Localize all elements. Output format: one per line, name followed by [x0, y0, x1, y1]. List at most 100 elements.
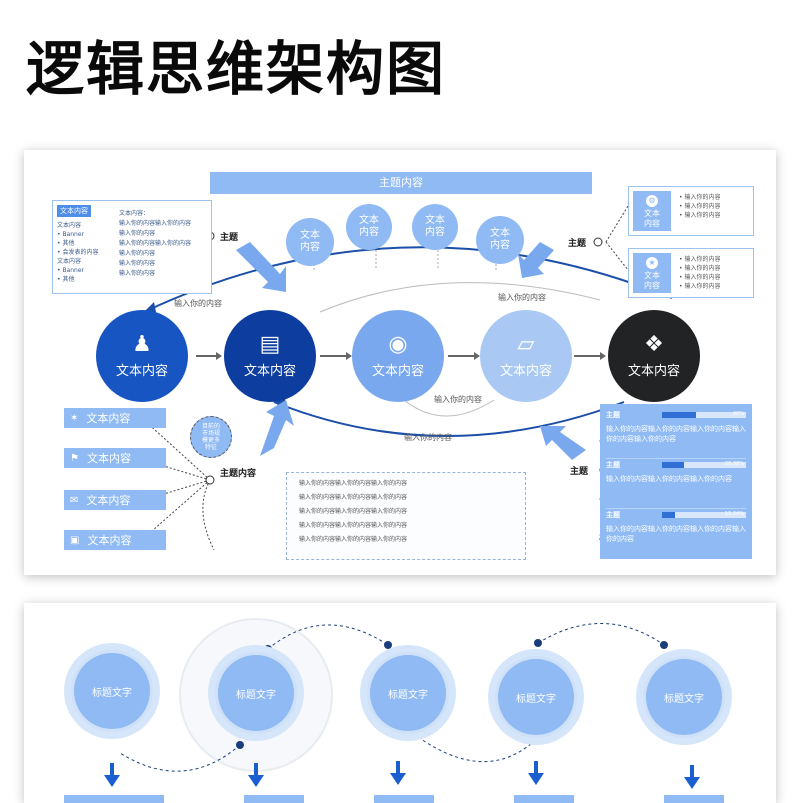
- stat-percent: 15.24%: [724, 511, 744, 517]
- content-list-item: 输入你的内容输入你的内容输入你的内容: [299, 536, 408, 543]
- dotted-arc: [119, 744, 241, 772]
- stat-item: 主题 40% 输入你的内容输入你的内容输入你的内容输入你的内容输入你的内容: [606, 410, 746, 459]
- legend-left-item: • 其他: [57, 276, 75, 283]
- legend-right-item: 输入你的内容: [119, 250, 156, 257]
- card-badge-label: 文本 内容: [644, 209, 660, 228]
- top-arc-arrow: [143, 246, 673, 313]
- document-icon: ▤: [259, 331, 281, 357]
- cube-icon: ▱: [517, 331, 535, 357]
- dotted-arc: [417, 736, 533, 762]
- title-ring: 标题文字: [360, 645, 456, 741]
- stat-title: 主题: [606, 411, 620, 419]
- content-list-box: 输入你的内容输入你的内容输入你的内容 输入你的内容输入你的内容输入你的内容 输入…: [286, 472, 526, 560]
- process-circle-3: ◉ 文本内容: [352, 310, 444, 402]
- title-ring-label: 标题文字: [498, 659, 574, 735]
- side-button-label: 文本内容: [87, 534, 132, 547]
- topic-pin-bottom-left: [205, 475, 215, 485]
- top-arc-arrowhead: [144, 302, 156, 312]
- legend-right-item: 输入你的内容: [119, 260, 156, 267]
- process-circle-1: ♟ 文本内容: [96, 310, 188, 402]
- content-list-item: 输入你的内容输入你的内容输入你的内容: [299, 480, 408, 487]
- legend-panel: 文本内容 文本内容 • Banner • 其他 • 会发表的内容 文本内容 • …: [52, 200, 212, 294]
- topic-label-left: 主题: [220, 233, 239, 243]
- stat-title: 主题: [606, 461, 620, 469]
- card-items: • 输入你的内容 • 输入你的内容 • 输入你的内容: [679, 193, 720, 220]
- legend-right-item: 输入你的内容输入你的内容: [119, 220, 192, 227]
- legend-head: 文本内容: [57, 205, 91, 217]
- title-ring-label: 标题文字: [646, 659, 722, 735]
- stat-bar: [662, 462, 746, 468]
- card-item: • 输入你的内容: [679, 203, 721, 210]
- legend-left-title: 文本内容: [57, 222, 82, 229]
- legend-right-title: 文本内容：: [119, 210, 150, 217]
- small-topic-circle: 文本 内容: [286, 218, 334, 266]
- process-circle-label: 文本内容: [243, 363, 296, 379]
- title-ring: 标题文字: [488, 649, 584, 745]
- stat-bar-fill: [662, 412, 696, 418]
- card-item: • 输入你的内容: [679, 212, 721, 219]
- title-ring-label: 标题文字: [218, 655, 294, 731]
- legend-right-item: 输入你的内容输入你的内容: [119, 240, 192, 247]
- topic-label-right-bottom: 主题: [570, 467, 589, 477]
- stat-bar: [662, 412, 746, 418]
- block-arrow-top-right: [518, 242, 554, 278]
- side-button-4[interactable]: ▣ 文本内容: [64, 530, 166, 550]
- card-item: • 输入你的内容: [679, 194, 721, 201]
- stat-item: 主题 26.38% 输入你的内容输入你的内容输入你的内容: [606, 460, 746, 509]
- small-topic-circle: 文本 内容: [476, 216, 524, 264]
- thin-arc-top: [319, 282, 601, 313]
- side-button-label: 文本内容: [86, 494, 131, 507]
- legend-left-item: • 会发表的内容: [57, 249, 99, 256]
- block-arrow-top-left: [236, 242, 286, 292]
- title-ring-label: 标题文字: [74, 653, 150, 729]
- stat-percent: 40%: [732, 411, 744, 417]
- card-item: • 输入你的内容: [679, 265, 721, 272]
- title-ring: 标题文字: [64, 643, 160, 739]
- side-button-2[interactable]: ⚑ 文本内容: [64, 448, 166, 468]
- title-ring: 标题文字: [636, 649, 732, 745]
- legend-left-column: 文本内容 • Banner • 其他 • 会发表的内容 文本内容 • Banne…: [57, 221, 107, 284]
- flag-icon: ⚑: [70, 452, 79, 464]
- legend-right-column: 文本内容： 输入你的内容输入你的内容 输入你的内容 输入你的内容输入你的内容 输…: [119, 209, 207, 279]
- legend-left-item: • 其他: [57, 240, 75, 247]
- process-circle-label: 文本内容: [499, 363, 552, 379]
- side-button-3[interactable]: ✉ 文本内容: [64, 490, 166, 510]
- card-badge-label: 文本 内容: [644, 271, 660, 290]
- legend-right-item: 输入你的内容: [119, 270, 156, 277]
- right-info-card: ★ 文本 内容 • 输入你的内容 • 输入你的内容 • 输入你的内容 • 输入你…: [628, 248, 754, 298]
- lightbulb-icon: ◉: [388, 331, 408, 357]
- block-arrow-bottom-left: [260, 400, 294, 456]
- stat-percent: 26.38%: [724, 461, 744, 467]
- chat-icon: ✉: [70, 494, 79, 506]
- stat-text: 输入你的内容输入你的内容输入你的内容: [606, 475, 732, 483]
- down-arrows: [104, 761, 700, 789]
- small-topic-circle: 文本 内容: [412, 204, 458, 250]
- content-list-item: 输入你的内容输入你的内容输入你的内容: [299, 508, 408, 515]
- dropbox-icon: ❖: [644, 331, 664, 357]
- process-circle-5: ❖ 文本内容: [608, 310, 700, 402]
- side-button-1[interactable]: ✶ 文本内容: [64, 408, 166, 428]
- content-list-item: 输入你的内容输入你的内容输入你的内容: [299, 494, 408, 501]
- market-note-circle: 目前的 市场规 模更多 特征: [190, 416, 232, 458]
- process-circle-4: ▱ 文本内容: [480, 310, 572, 402]
- network-icon: ✶: [70, 412, 79, 424]
- gear-icon: ⚙: [646, 195, 658, 207]
- side-button-label: 文本内容: [86, 452, 131, 465]
- legend-left-item: • Banner: [57, 231, 85, 238]
- process-circle-2: ▤ 文本内容: [224, 310, 316, 402]
- stat-item: 主题 15.24% 输入你的内容输入你的内容输入你的内容输入你的内容: [606, 510, 746, 558]
- photo-icon: ▣: [70, 534, 80, 546]
- stat-text: 输入你的内容输入你的内容输入你的内容输入你的内容: [606, 525, 746, 543]
- page-title: 逻辑思维架构图: [26, 35, 447, 103]
- card-items: • 输入你的内容 • 输入你的内容 • 输入你的内容 • 输入你的内容: [679, 255, 720, 291]
- topic-banner: 主题内容: [210, 172, 592, 194]
- topic-label-right-top: 主题: [568, 239, 587, 249]
- process-circle-label: 文本内容: [627, 363, 680, 379]
- topic-label-bottom-left: 主题内容: [220, 469, 257, 479]
- card-badge: ⚙ 文本 内容: [633, 191, 671, 231]
- right-info-card: ⚙ 文本 内容 • 输入你的内容 • 输入你的内容 • 输入你的内容: [628, 186, 754, 236]
- process-circle-label: 文本内容: [371, 363, 424, 379]
- legend-left-item: • Banner: [57, 267, 85, 274]
- stat-bar-fill: [662, 462, 684, 468]
- card-item: • 输入你的内容: [679, 283, 721, 290]
